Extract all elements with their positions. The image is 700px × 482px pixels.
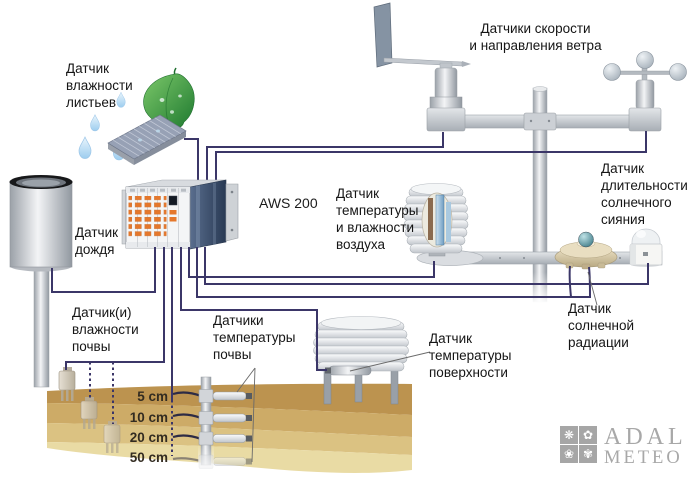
pyranometer-lead-2 — [588, 266, 591, 298]
rain-gauge-cable — [51, 247, 156, 293]
adal-meteo-logo: ❋ ✿ ❀ ✾ ADAL METEO — [560, 424, 687, 468]
sunshine-duration-label: Датчик длительности солнечного сияния — [601, 161, 688, 227]
solar-radiation-cable — [196, 247, 591, 298]
wind-sensors-label: Датчики скорости и направления ветра — [469, 21, 602, 53]
depth-label-50cm: 50 cm — [129, 450, 168, 465]
pyranometer-lead-1 — [568, 265, 572, 298]
depth-label-20cm: 20 cm — [129, 430, 168, 445]
solar-radiation-pointer — [587, 271, 598, 306]
logo-mosaic-icon: ❋ ✿ ❀ ✾ — [560, 426, 597, 463]
anemometer-icon — [603, 51, 687, 132]
soil-temp-pointer-2 — [251, 367, 256, 463]
soil-temp-probes-icon — [172, 376, 252, 469]
logo-tile-icon: ❀ — [560, 445, 578, 463]
surface-temp-pointer — [349, 351, 431, 372]
air-temp-humidity-cable — [188, 247, 435, 278]
wind-vane-cable — [206, 132, 444, 183]
sensor-cables — [51, 247, 649, 456]
logger-label: AWS 200 — [259, 195, 318, 211]
wind-vane-icon — [373, 2, 471, 132]
rain-gauge-icon — [9, 175, 73, 388]
label-pointer-lines — [236, 271, 598, 463]
wind-mast-illustration — [451, 86, 643, 304]
depth-label-5cm: 5 cm — [137, 389, 168, 404]
leaf-wetness-sensor-icon — [107, 114, 187, 165]
soil-moisture-cable — [65, 247, 165, 370]
soil-moisture-probes-icon — [58, 367, 121, 453]
surface-temp-sensor-icon — [313, 316, 409, 405]
logo-tile-icon: ✾ — [579, 445, 597, 463]
logo-tile-icon: ❋ — [560, 426, 578, 444]
surface-temp-cable — [180, 247, 327, 371]
soil-temp-label: Датчики температуры почвы — [213, 313, 296, 362]
leaf-wetness-label: Датчик влажности листьев — [66, 61, 133, 110]
solar-radiation-sensor-icon — [554, 231, 618, 270]
depth-label-10cm: 10 cm — [129, 410, 168, 425]
top-cables — [184, 131, 647, 183]
air-temp-humidity-sensor-icon — [403, 183, 469, 257]
leaf-wetness-cable — [184, 138, 199, 183]
leaf-icon — [143, 67, 195, 128]
aws-200-logger-icon — [121, 179, 239, 250]
air-temp-humidity-label: Датчик температуры и влажности воздуха — [336, 186, 419, 252]
logo-text-bottom: METEO — [604, 448, 683, 468]
logo-text-top: ADAL — [604, 424, 687, 450]
soil-moisture-label: Датчик(и) влажности почвы — [72, 305, 139, 354]
sunshine-duration-sensor-icon — [629, 228, 663, 267]
anemometer-cable — [215, 131, 647, 182]
surface-temp-label: Датчик температуры поверхности — [429, 331, 512, 380]
logo-tile-icon: ✿ — [579, 426, 597, 444]
logo-wordmark: ADAL METEO — [604, 424, 687, 468]
rain-sensor-label: Датчик дождя — [75, 225, 119, 257]
soil-temp-pointer-1 — [236, 367, 256, 393]
solar-radiation-label: Датчик солнечной радиации — [568, 301, 635, 350]
sunshine-duration-cable — [204, 247, 649, 285]
